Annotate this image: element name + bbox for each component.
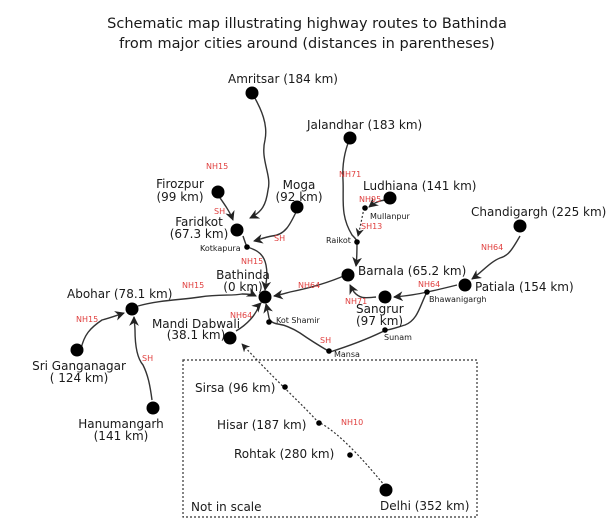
node-rohtak[interactable] [347, 452, 353, 458]
road-chandigarh-patiala [471, 235, 521, 280]
label-mandi-dabwali-1: Mandi Dabwali [152, 317, 240, 331]
node-delhi[interactable] [379, 483, 393, 497]
label-amritsar: Amritsar (184 km) [228, 72, 338, 86]
node-sri-ganganagar[interactable] [70, 343, 84, 357]
label-abohar: Abohar (78.1 km) [67, 287, 172, 301]
road-barnala-bathinda [273, 274, 347, 300]
label-sangrur-2: (97 km) [356, 314, 403, 328]
hw-jalandhar-nh71: NH71 [339, 170, 361, 179]
label-delhi: Delhi (352 km) [380, 499, 469, 513]
hw-delhi-nh10: NH10 [341, 418, 363, 427]
road-kotkapura-bathinda [246, 246, 272, 291]
label-kot-shamir: Kot Shamir [276, 316, 320, 325]
road-hanumangarh-abohar [129, 316, 153, 401]
road-kotshamir-bathinda [263, 303, 273, 319]
label-barnala: Barnala (65.2 km) [358, 264, 466, 278]
road-bhawanigarh-sunam-mansa [329, 291, 428, 353]
road-mandi-bathinda [235, 302, 262, 332]
node-hanumangarh[interactable] [146, 401, 160, 415]
hw-sangrur-nh71: NH71 [345, 297, 367, 306]
label-bathinda-1: Bathinda [216, 268, 270, 282]
node-patiala[interactable] [458, 278, 472, 292]
label-chandigarh: Chandigargh (225 km) [471, 205, 606, 219]
label-jalandhar: Jalandhar (183 km) [306, 118, 422, 132]
hw-mullanpur-sh13: SH13 [361, 222, 382, 231]
label-bathinda-2: (0 km) [223, 280, 262, 294]
hw-amritsar-nh15: NH15 [206, 162, 228, 171]
label-hisar: Hisar (187 km) [217, 418, 306, 432]
label-bhawanigarh: Bhawanigargh [429, 295, 486, 304]
node-firozpur[interactable] [211, 185, 225, 199]
node-abohar[interactable] [125, 302, 139, 316]
node-raikot[interactable] [354, 239, 360, 245]
node-bhawanigarh[interactable] [424, 289, 430, 295]
hw-bhawanigarh-nh64: NH64 [418, 280, 440, 289]
node-kotkapura[interactable] [244, 244, 250, 250]
node-jalandhar[interactable] [343, 131, 357, 145]
label-raikot: Raikot [326, 236, 351, 245]
node-amritsar[interactable] [245, 86, 259, 100]
node-sirsa[interactable] [282, 384, 288, 390]
label-faridkot-2: (67.3 km) [170, 227, 229, 241]
label-firozpur-1: Firozpur [156, 177, 204, 191]
label-sirsa: Sirsa (96 km) [195, 381, 275, 395]
label-moga-1: Moga [283, 178, 316, 192]
road-amritsar-faridkot [249, 92, 270, 219]
label-sunam: Sunam [384, 333, 412, 342]
node-mansa[interactable] [326, 348, 332, 354]
road-bhawanigarh-sangrur [393, 291, 428, 302]
label-mandi-dabwali-2: (38.1 km) [167, 328, 226, 342]
label-sangrur-1: Sangrur [356, 302, 404, 316]
label-patiala: Patiala (154 km) [475, 280, 574, 294]
node-hisar[interactable] [316, 420, 322, 426]
hw-chandigarh-nh64: NH64 [481, 243, 503, 252]
road-sangrur-barnala [349, 284, 377, 299]
hw-mansa-sh: SH [320, 336, 331, 345]
hw-mandi-nh64: NH64 [230, 311, 252, 320]
road-ganganagar-abohar [80, 311, 125, 350]
label-rohtak: Rohtak (280 km) [234, 447, 334, 461]
node-moga[interactable] [290, 200, 304, 214]
label-kotkapura: Kotkapura [200, 244, 241, 253]
label-mullanpur: Mullanpur [370, 212, 411, 221]
node-bathinda[interactable] [258, 290, 272, 304]
label-ludhiana: Ludhiana (141 km) [363, 179, 476, 193]
node-chandigarh[interactable] [513, 219, 527, 233]
hw-firozpur-sh: SH [214, 207, 225, 216]
hw-abohar-nh15: NH15 [182, 281, 204, 290]
title-line-1: Schematic map illustrating highway route… [107, 16, 507, 32]
node-kot-shamir[interactable] [266, 319, 272, 325]
not-in-scale-box [182, 359, 478, 518]
hw-barnala-nh64: NH64 [298, 281, 320, 290]
label-hanumangarh-2: (141 km) [94, 429, 149, 443]
label-not-in-scale: Not in scale [191, 500, 262, 514]
road-jalandhar-raikot [342, 137, 358, 243]
label-mansa: Mansa [334, 350, 360, 359]
node-sunam[interactable] [382, 327, 388, 333]
road-delhi-mandi [241, 343, 386, 487]
hw-ganganagar-nh15: NH15 [76, 315, 98, 324]
hw-kotkapura-nh15: NH15 [241, 257, 263, 266]
road-raikot-barnala [352, 241, 362, 267]
hw-hanumangarh-sh: SH [142, 354, 153, 363]
node-mandi-dabwali[interactable] [223, 331, 237, 345]
label-moga-2: (92 km) [275, 190, 322, 204]
label-sri-ganganagar-2: ( 124 km) [50, 371, 109, 385]
label-firozpur-2: (99 km) [156, 190, 203, 204]
road-abohar-bathinda [137, 287, 257, 307]
label-faridkot-1: Faridkot [175, 215, 223, 229]
hw-moga-sh: SH [274, 234, 285, 243]
node-sangrur[interactable] [378, 290, 392, 304]
road-moga-kotkapura [253, 209, 298, 244]
node-ludhiana[interactable] [383, 191, 397, 205]
node-barnala[interactable] [341, 268, 355, 282]
hw-ludhiana-nh95: NH95 [359, 195, 381, 204]
title-line-2: from major cities around (distances in p… [119, 36, 495, 52]
label-hanumangarh-1: Hanumangarh [78, 417, 164, 431]
node-mullanpur[interactable] [362, 205, 368, 211]
node-faridkot[interactable] [230, 223, 244, 237]
label-sri-ganganagar-1: Sri Ganganagar [32, 359, 126, 373]
